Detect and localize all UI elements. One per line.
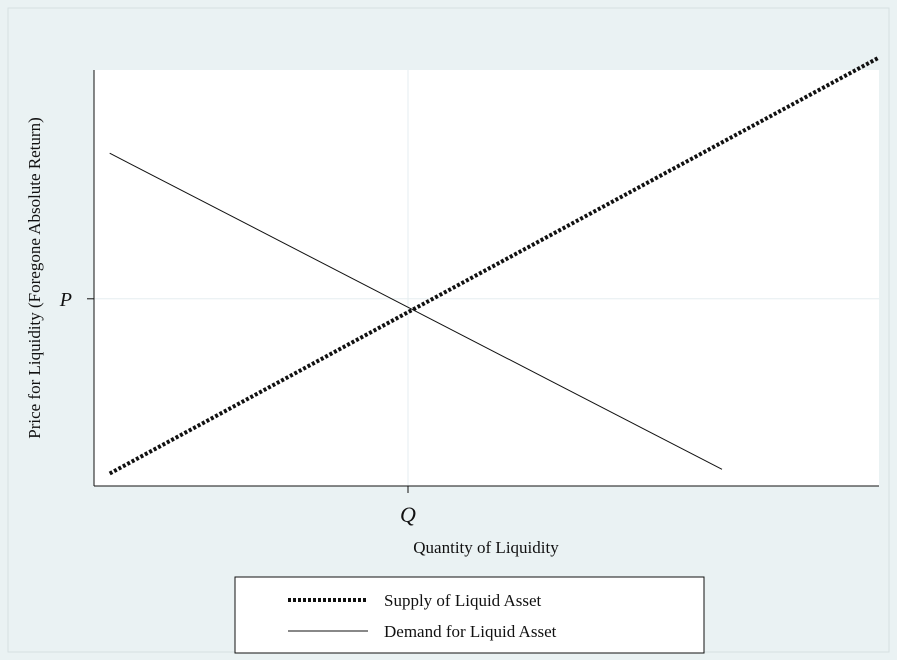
axis-ticks: QP — [59, 289, 416, 527]
x-tick-label: Q — [400, 502, 416, 527]
legend-label: Supply of Liquid Asset — [384, 591, 542, 610]
x-axis-label: Quantity of Liquidity — [413, 538, 559, 557]
series-line-supply — [108, 55, 880, 476]
y-axis-label: Price for Liquidity (Foregone Absolute R… — [25, 117, 44, 439]
y-tick-label: P — [59, 289, 72, 311]
legend-label: Demand for Liquid Asset — [384, 622, 557, 641]
plot-area — [94, 70, 879, 486]
series-layer — [108, 55, 880, 476]
series-line-demand — [109, 152, 723, 470]
grid-lines — [94, 70, 879, 486]
legend-box — [234, 576, 705, 654]
